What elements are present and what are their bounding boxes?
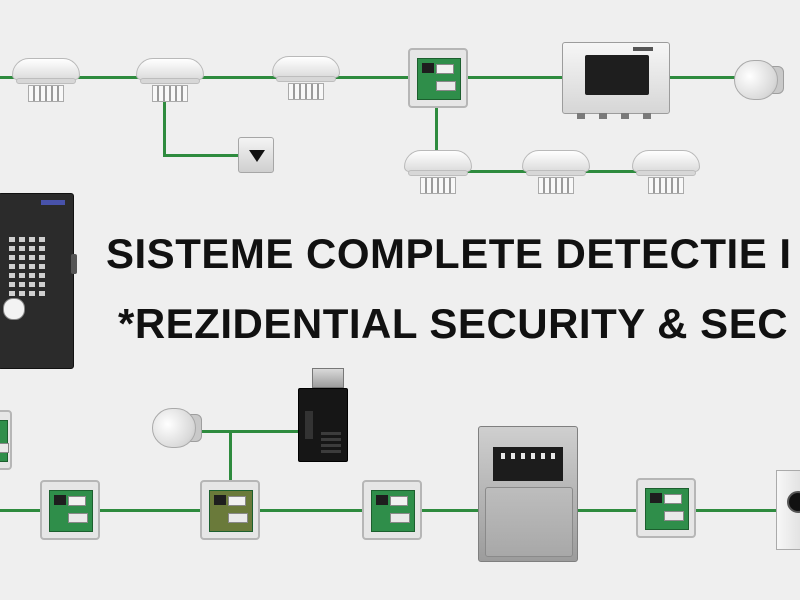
control-panel-top [562, 42, 670, 119]
smoke-detector-4 [404, 150, 472, 198]
module-drop-wire [435, 108, 438, 172]
siren-top [734, 56, 784, 104]
control-panel-bottom [478, 426, 578, 562]
siren-drop-wire [229, 430, 232, 510]
smoke-detector-3 [272, 56, 340, 104]
call-point-wire [163, 154, 243, 157]
power-supply-unit [294, 368, 348, 462]
io-module-bottom-4 [636, 478, 696, 538]
io-module-bottom-3 [362, 480, 422, 540]
call-point-icon [238, 137, 274, 173]
smoke-detector-5 [522, 150, 590, 198]
wall-unit-icon [776, 470, 800, 550]
siren-branch-wire [190, 430, 298, 433]
io-module-edge [0, 410, 12, 470]
io-module-bottom-2 [200, 480, 260, 540]
smoke-detector-6 [632, 150, 700, 198]
io-module-bottom-1 [40, 480, 100, 540]
detector-drop-wire [163, 98, 166, 156]
headline-line-2: *REZIDENTIAL SECURITY & SEC [118, 300, 789, 347]
siren-bottom [152, 404, 202, 452]
headline-line-1: SISTEME COMPLETE DETECTIE I [106, 230, 792, 277]
keypad-panel [0, 193, 77, 369]
io-module-top [408, 48, 468, 108]
smoke-detector-2 [136, 58, 204, 106]
smoke-detector-1 [12, 58, 80, 106]
top-bus-wire [0, 76, 760, 79]
